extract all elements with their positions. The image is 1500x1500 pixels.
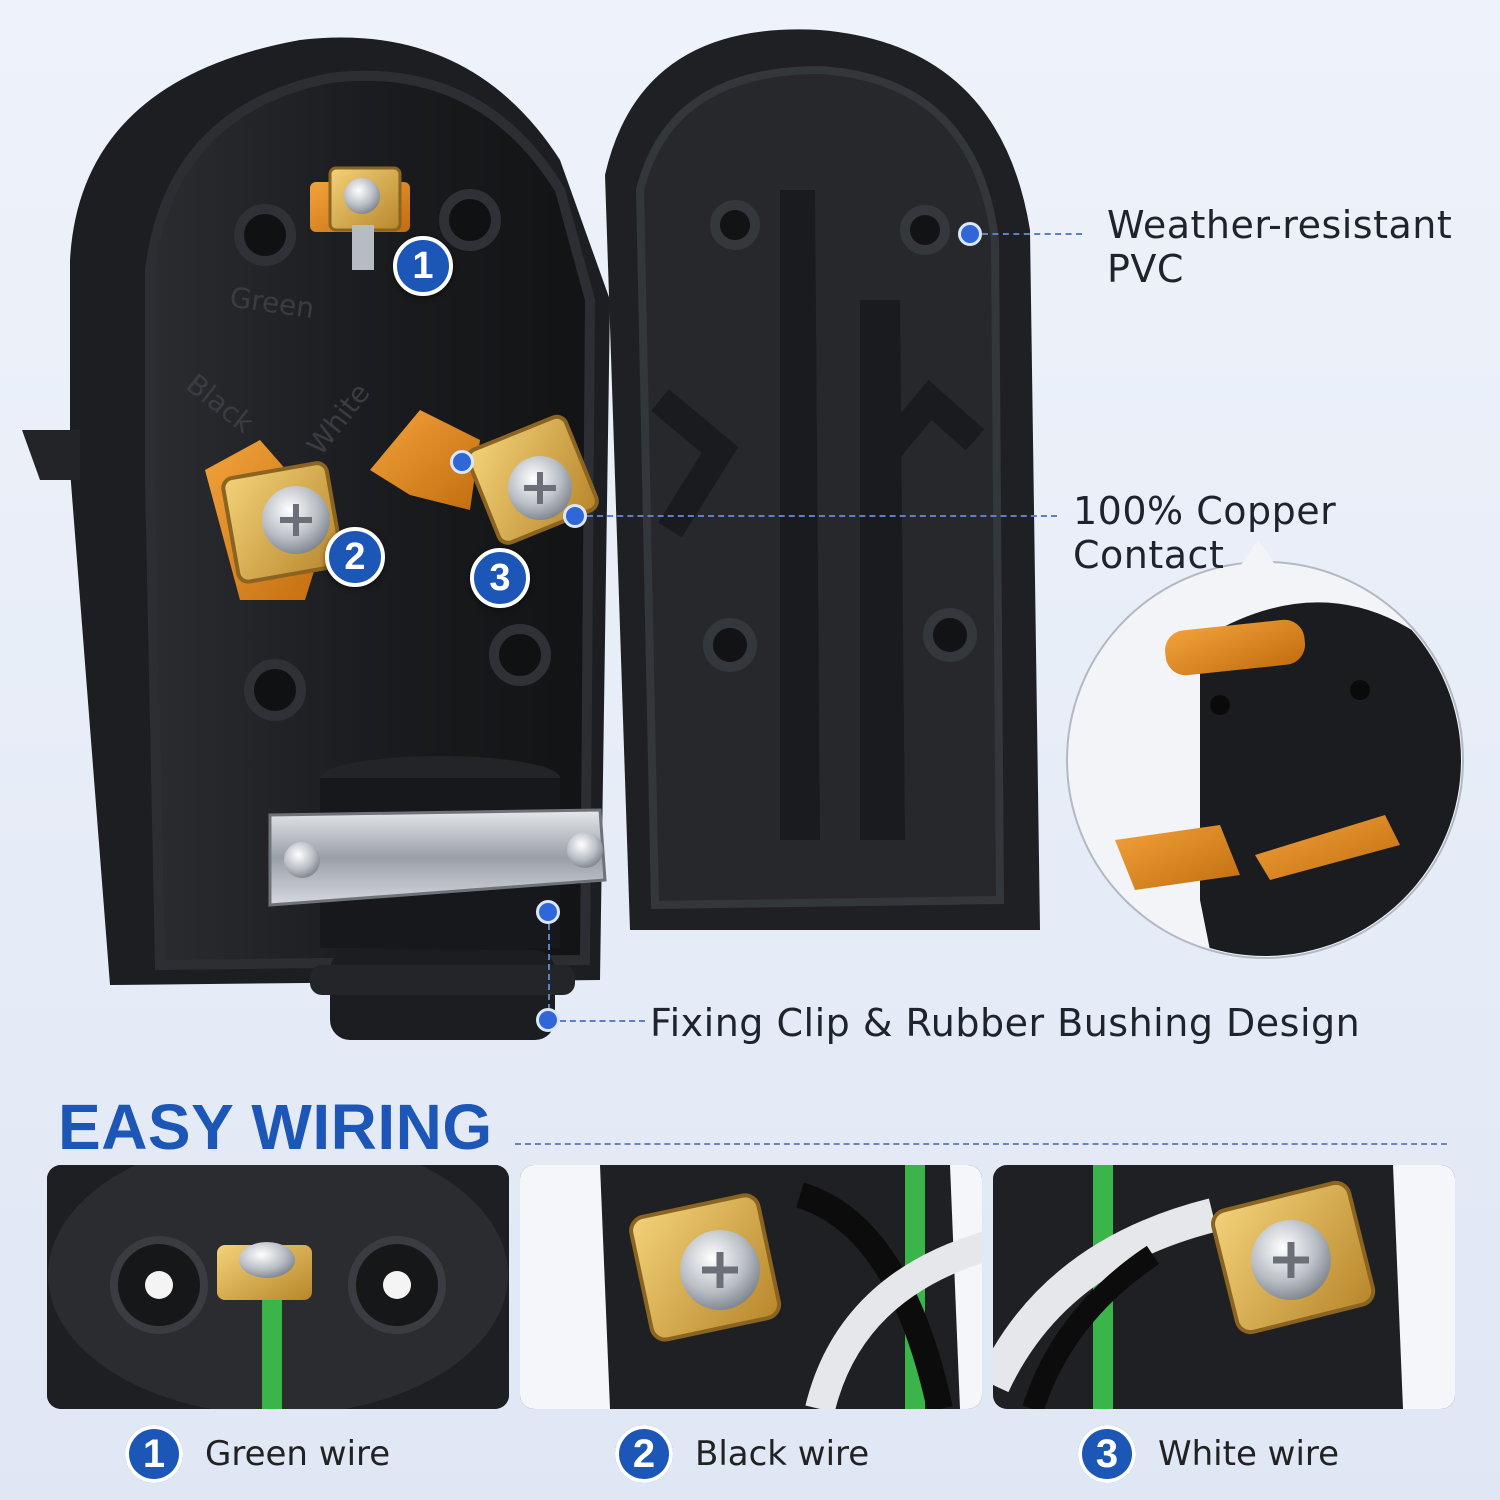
terminal-1	[310, 166, 410, 270]
clip-leader-line	[560, 1020, 645, 1022]
plug-housing-illustration: Green Black White	[22, 29, 1464, 1040]
step-caption-3: 3 White wire	[1078, 1425, 1340, 1483]
clip-callout: Fixing Clip & Rubber Bushing Design	[650, 1001, 1361, 1045]
wiring-panel-green	[47, 1165, 509, 1409]
step-caption-1: 1 Green wire	[125, 1425, 391, 1483]
copper-leader-line	[587, 515, 1057, 517]
copper-callout-dot-a	[450, 450, 474, 474]
step-badge-2: 2	[615, 1425, 673, 1483]
plug-face-inset	[1066, 540, 1464, 959]
terminal-badge-3: 3	[470, 548, 530, 608]
fixing-clip-and-bushing	[268, 756, 607, 1040]
right-housing-half	[605, 29, 1040, 931]
left-housing-half: Green Black White	[22, 37, 610, 1040]
copper-callout-dot-b	[563, 504, 587, 528]
clip-vertical-leader	[548, 924, 550, 1010]
step-label-3: White wire	[1158, 1434, 1340, 1474]
clip-callout-dot-a	[536, 900, 560, 924]
pvc-callout-line-2: PVC	[1107, 246, 1184, 291]
section-divider	[515, 1143, 1447, 1145]
step-badge-1: 1	[125, 1425, 183, 1483]
copper-callout: 100% Copper Contact	[1073, 489, 1337, 577]
step-label-2: Black wire	[695, 1434, 870, 1474]
wiring-panel-white	[993, 1165, 1455, 1409]
clip-callout-dot-b	[536, 1008, 560, 1032]
pvc-callout: Weather-resistant PVC	[1107, 203, 1453, 291]
section-heading: EASY WIRING	[58, 1091, 493, 1163]
step-label-1: Green wire	[205, 1434, 391, 1474]
terminal-badge-1: 1	[393, 236, 453, 296]
step-caption-2: 2 Black wire	[615, 1425, 870, 1483]
step-badge-3: 3	[1078, 1425, 1136, 1483]
pvc-leader-line	[982, 233, 1082, 235]
terminal-badge-2: 2	[325, 527, 385, 587]
wiring-panel-black	[520, 1165, 982, 1409]
pvc-callout-dot	[958, 222, 982, 246]
terminal-2	[205, 440, 344, 600]
pvc-callout-line-1: Weather-resistant	[1107, 203, 1453, 247]
